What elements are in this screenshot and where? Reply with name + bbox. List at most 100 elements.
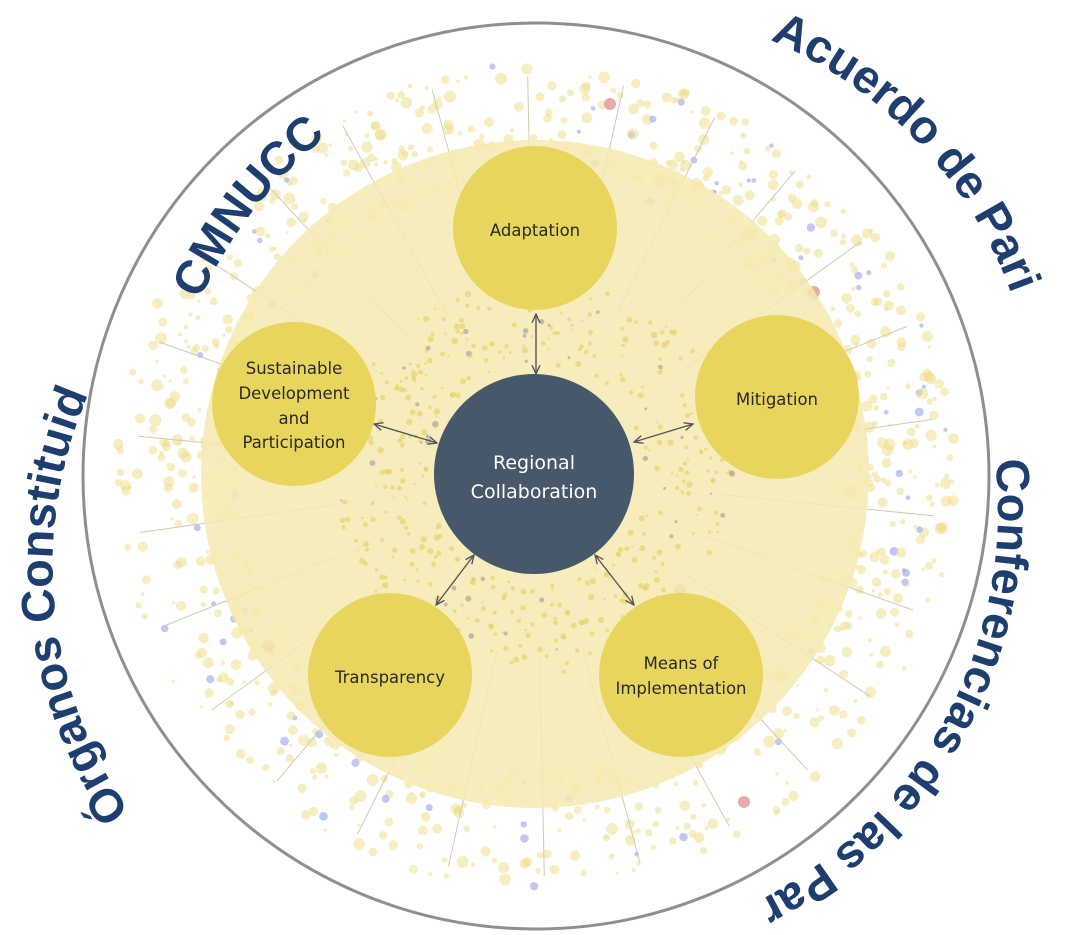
scatter-dot bbox=[195, 556, 206, 566]
inner-dot bbox=[394, 385, 400, 391]
inner-dot bbox=[565, 611, 570, 616]
inner-dot bbox=[661, 587, 667, 593]
inner-dot bbox=[556, 331, 560, 336]
scatter-dot bbox=[174, 519, 183, 528]
inner-dot bbox=[425, 434, 430, 439]
scatter-dot bbox=[375, 130, 386, 141]
scatter-dot bbox=[419, 793, 424, 798]
inner-dot bbox=[520, 605, 526, 611]
inner-dot bbox=[710, 478, 715, 483]
scatter-dot bbox=[222, 333, 226, 337]
inner-dot bbox=[459, 317, 464, 323]
scatter-dot bbox=[880, 477, 887, 483]
inner-dot bbox=[380, 371, 383, 375]
scatter-dot bbox=[324, 774, 329, 779]
inner-dot bbox=[503, 631, 508, 636]
scatter-dot bbox=[320, 198, 327, 205]
inner-dot bbox=[639, 545, 646, 552]
inner-dot bbox=[466, 617, 469, 620]
scatter-dot bbox=[189, 436, 195, 442]
inner-dot bbox=[435, 415, 438, 418]
inner-dot bbox=[596, 310, 600, 314]
scatter-dot bbox=[674, 97, 680, 103]
inner-dot bbox=[629, 390, 634, 395]
inner-dot bbox=[471, 343, 476, 349]
scatter-dot bbox=[113, 439, 124, 450]
inner-dot bbox=[520, 588, 527, 595]
inner-dot bbox=[425, 374, 428, 377]
scatter-dot bbox=[248, 708, 256, 716]
inner-dot bbox=[386, 469, 393, 475]
inner-dot bbox=[642, 455, 648, 462]
inner-dot bbox=[383, 484, 388, 490]
inner-dot bbox=[420, 441, 423, 444]
scatter-dot bbox=[890, 520, 897, 528]
scatter-dot bbox=[849, 262, 855, 267]
inner-dot bbox=[434, 308, 437, 311]
scatter-dot bbox=[649, 141, 658, 150]
scatter-dot bbox=[905, 383, 911, 389]
scatter-dot bbox=[272, 780, 276, 784]
inner-dot bbox=[660, 561, 665, 567]
inner-dot bbox=[379, 469, 386, 476]
scatter-dot bbox=[883, 409, 889, 415]
scatter-dot bbox=[176, 441, 181, 446]
scatter-dot bbox=[184, 339, 188, 344]
inner-dot bbox=[474, 618, 480, 623]
inner-dot bbox=[375, 484, 378, 487]
scatter-dot bbox=[823, 688, 828, 693]
scatter-dot bbox=[882, 569, 889, 575]
scatter-dot bbox=[537, 852, 544, 859]
scatter-dot bbox=[192, 475, 196, 479]
inner-dot bbox=[587, 341, 592, 346]
inner-dot bbox=[551, 588, 554, 591]
scatter-dot bbox=[901, 666, 907, 672]
arrow-sustainable bbox=[374, 424, 437, 443]
scatter-dot bbox=[932, 444, 937, 449]
inner-dot bbox=[428, 405, 432, 410]
inner-dot bbox=[410, 548, 416, 554]
inner-dot bbox=[374, 568, 379, 572]
scatter-dot bbox=[725, 817, 731, 822]
scatter-dot bbox=[205, 549, 210, 554]
scatter-dot bbox=[267, 702, 273, 707]
inner-dot bbox=[685, 412, 690, 418]
scatter-dot bbox=[273, 246, 277, 251]
scatter-dot bbox=[714, 181, 719, 186]
inner-dot bbox=[627, 529, 634, 536]
scatter-dot bbox=[881, 458, 892, 468]
inner-dot bbox=[421, 474, 425, 478]
scatter-dot bbox=[590, 106, 596, 111]
scatter-dot bbox=[926, 494, 933, 501]
scatter-dot bbox=[872, 471, 878, 478]
scatter-dot bbox=[206, 675, 215, 684]
scatter-dot bbox=[768, 179, 779, 191]
node-sustainable-label-3: and bbox=[278, 409, 309, 428]
inner-dot bbox=[646, 514, 649, 518]
scatter-dot bbox=[228, 701, 235, 707]
scatter-dot bbox=[867, 638, 872, 643]
inner-dot bbox=[658, 357, 663, 361]
scatter-dot bbox=[209, 297, 218, 306]
scatter-dot bbox=[787, 193, 797, 203]
inner-dot bbox=[509, 660, 514, 665]
accent-dot bbox=[738, 796, 750, 808]
scatter-dot bbox=[746, 178, 751, 183]
scatter-dot bbox=[162, 374, 167, 378]
scatter-dot bbox=[220, 660, 226, 665]
inner-dot bbox=[399, 478, 406, 484]
scatter-dot bbox=[815, 216, 827, 229]
scatter-dot bbox=[226, 677, 235, 686]
inner-dot bbox=[488, 623, 495, 630]
scatter-dot bbox=[877, 547, 887, 557]
scatter-dot bbox=[544, 108, 553, 117]
node-mitigation: Mitigation bbox=[695, 315, 859, 479]
center-label-2: Collaboration bbox=[471, 481, 598, 503]
scatter-dot bbox=[317, 142, 329, 154]
scatter-dot bbox=[581, 112, 593, 124]
scatter-dot bbox=[875, 608, 887, 619]
inner-dot bbox=[684, 445, 689, 450]
scatter-dot bbox=[137, 541, 148, 552]
inner-dot bbox=[581, 319, 584, 322]
inner-dot bbox=[481, 606, 486, 612]
